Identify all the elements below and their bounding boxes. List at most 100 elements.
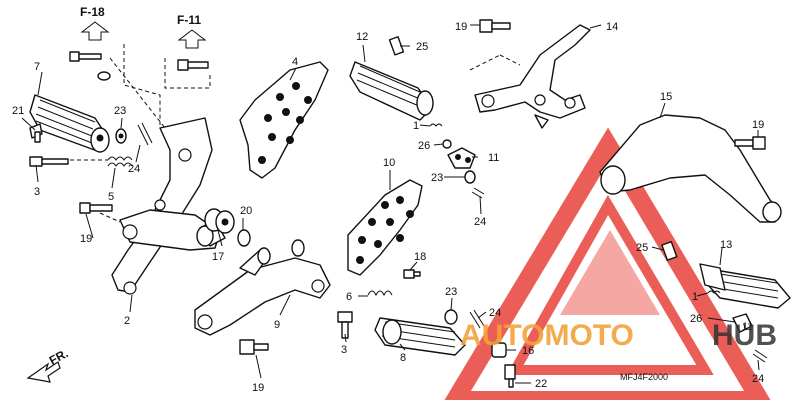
step-bracket-9 <box>194 239 331 336</box>
callout-19: 19 <box>80 233 92 245</box>
collar-17 <box>204 208 235 234</box>
ball-26-center <box>442 139 452 149</box>
callout-13: 13 <box>720 239 732 251</box>
callout-26: 26 <box>418 140 430 152</box>
footpeg-12 <box>349 61 434 121</box>
callout-17: 17 <box>212 251 224 263</box>
holder-11-right <box>732 313 753 333</box>
callout-8: 8 <box>400 352 406 364</box>
bolt-3-lower <box>337 311 353 339</box>
callout-23: 23 <box>114 105 126 117</box>
callout-25: 25 <box>416 41 428 53</box>
callout-leaders <box>21 24 760 384</box>
callout-21: 21 <box>12 105 24 117</box>
leader-line <box>123 44 161 125</box>
footpeg-8 <box>374 317 466 356</box>
callout-7: 7 <box>34 61 40 73</box>
callout-24: 24 <box>128 163 140 175</box>
bolt-19-right <box>734 136 766 150</box>
pin-24-left <box>137 122 153 146</box>
callout-19: 19 <box>455 21 467 33</box>
callout-18: 18 <box>414 251 426 263</box>
leader-line <box>99 212 121 223</box>
callout-10: 10 <box>383 157 395 169</box>
callout-24: 24 <box>474 216 486 228</box>
washer-23-bottom <box>444 309 458 325</box>
hanger-14 <box>474 24 591 129</box>
diagram-code: MFJ4F2000 <box>620 372 668 382</box>
callout-6: 6 <box>346 291 352 303</box>
callout-1: 1 <box>692 291 698 303</box>
leader-line <box>469 54 521 71</box>
callout-2: 2 <box>124 315 130 327</box>
pin-24-center <box>471 187 485 199</box>
callout-12: 12 <box>356 31 368 43</box>
bolt-f11 <box>177 59 209 71</box>
heel-guard-4 <box>239 61 329 179</box>
callout-16: 16 <box>522 345 534 357</box>
bolt-18 <box>403 269 421 279</box>
front-arrow-icon <box>26 361 61 383</box>
callout-3: 3 <box>341 344 347 356</box>
bolt-top-left <box>69 51 111 81</box>
callout-19: 19 <box>752 119 764 131</box>
ref-f18: F-18 <box>80 5 110 41</box>
callout-9: 9 <box>274 319 280 331</box>
watermark-word: AUTOMOTO <box>460 319 634 352</box>
ref-f11: F-11 <box>177 13 207 49</box>
callout-23: 23 <box>431 172 443 184</box>
callout-25: 25 <box>636 242 648 254</box>
up-arrow-icon <box>80 21 110 41</box>
callout-22: 22 <box>535 378 547 390</box>
bolt-3-left <box>29 156 69 167</box>
washer-23-left <box>115 128 127 144</box>
washer-20 <box>237 229 251 247</box>
watermark-text: AUTOMOTO HUB <box>460 319 777 352</box>
washer-23-center <box>464 170 476 184</box>
spring-6 <box>367 290 393 297</box>
main-bracket-left <box>111 117 226 295</box>
callout-11: 11 <box>742 321 753 333</box>
bolt-25-right <box>661 241 678 261</box>
callout-26: 26 <box>690 313 702 325</box>
pin-24-bottom <box>469 309 485 329</box>
callout-19: 19 <box>252 382 264 394</box>
callout-14: 14 <box>606 21 618 33</box>
step-plate-10 <box>347 179 423 276</box>
callout-5: 5 <box>108 191 114 203</box>
bolt-19-left <box>79 202 113 214</box>
pin-24-right <box>752 349 768 363</box>
watermark-word-dark: HUB <box>712 319 777 352</box>
sensor-22 <box>504 364 516 388</box>
ref-f18-label: F-18 <box>80 5 105 19</box>
callout-24: 24 <box>489 307 501 319</box>
bolt-25-top <box>388 36 405 56</box>
ref-f11-label: F-11 <box>177 13 201 27</box>
callout-24: 24 <box>752 373 764 385</box>
bolt-19-top <box>479 19 511 33</box>
footpeg-13 <box>699 263 791 309</box>
spring-1-right <box>707 290 721 294</box>
callout-4: 4 <box>292 56 298 68</box>
spring-5 <box>107 156 133 167</box>
watermark-logo <box>444 127 771 400</box>
up-arrow-icon <box>177 29 207 49</box>
holder-11-center <box>447 147 476 169</box>
bolt-19-lower <box>239 339 269 355</box>
callout-1: 1 <box>413 120 419 132</box>
callout-3: 3 <box>34 186 40 198</box>
spring-1-center <box>429 123 443 127</box>
footpeg-left <box>29 94 110 153</box>
leader-line <box>109 57 166 129</box>
front-label: FR. <box>47 346 71 367</box>
callout-20: 20 <box>240 205 252 217</box>
hanger-15 <box>599 114 782 223</box>
callout-11: 11 <box>488 152 499 164</box>
callout-numbers: 7 21 3 23 24 5 19 2 4 20 17 9 19 3 8 6 1… <box>12 21 764 394</box>
front-direction-indicator: FR. <box>26 346 71 383</box>
callout-23: 23 <box>445 286 457 298</box>
leader-line <box>164 58 211 89</box>
callout-15: 15 <box>660 91 672 103</box>
